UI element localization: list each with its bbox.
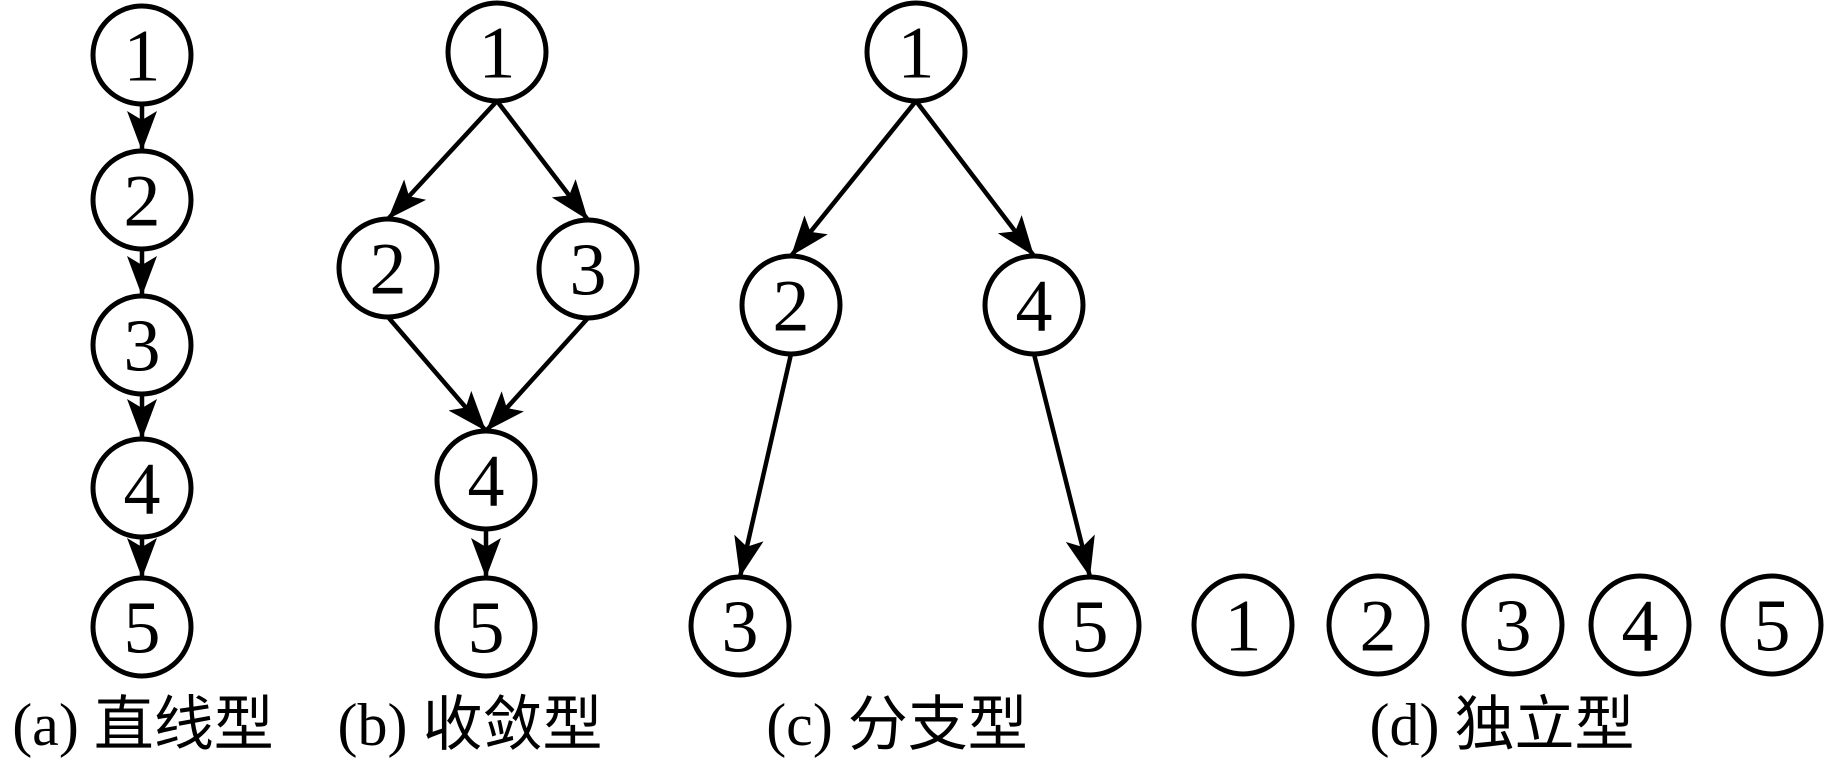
node-label-c-4: 4 [1016,266,1053,348]
node-b-4 [434,428,538,532]
node-label-d-2: 2 [1360,586,1397,668]
node-a-1 [90,3,194,107]
node-d-5 [1720,573,1824,677]
node-b-5 [434,575,538,679]
node-b-2 [336,216,440,320]
node-a-3 [90,293,194,397]
node-a-4 [90,436,194,540]
edge-c-2-3 [734,353,794,578]
node-label-d-5: 5 [1754,586,1791,668]
node-b-3 [536,217,640,321]
node-d-1 [1191,573,1295,677]
node-c-5 [1038,574,1142,678]
node-a-2 [90,148,194,252]
edge-c-1-4 [914,99,1036,258]
node-label-b-1: 1 [479,13,516,95]
node-label-d-3: 3 [1495,586,1532,668]
node-c-4 [982,253,1086,357]
node-d-4 [1588,573,1692,677]
edge-b-2-4 [386,315,488,433]
node-label-b-4: 4 [468,441,505,523]
edge-b-3-4 [484,316,590,433]
node-label-a-1: 1 [124,16,161,98]
caption-linear-type: (a) 直线型 [12,692,274,758]
edge-b-1-2 [386,99,499,221]
node-label-a-5: 5 [124,588,161,670]
node-d-3 [1461,573,1565,677]
node-label-c-3: 3 [722,587,759,669]
node-c-1 [864,0,968,104]
node-label-c-5: 5 [1072,587,1109,669]
node-label-d-1: 1 [1225,586,1262,668]
node-b-1 [445,0,549,104]
node-c-2 [739,253,843,357]
edge-c-4-5 [1031,353,1095,578]
node-label-a-2: 2 [124,161,161,243]
node-label-b-5: 5 [468,588,505,670]
caption-independent-type: (d) 独立型 [1369,692,1635,758]
node-label-a-3: 3 [124,306,161,388]
node-c-3 [688,574,792,678]
node-a-5 [90,575,194,679]
node-label-b-2: 2 [370,229,407,311]
caption-branch-type: (c) 分支型 [766,692,1028,758]
node-label-c-2: 2 [773,266,810,348]
node-d-2 [1326,573,1430,677]
node-label-d-4: 4 [1622,586,1659,668]
node-label-b-3: 3 [570,230,607,312]
edge-b-1-3 [495,99,590,222]
node-label-a-4: 4 [124,449,161,531]
node-label-c-1: 1 [898,13,935,95]
caption-convergent-type: (b) 收敛型 [337,692,603,758]
edge-c-1-2 [789,99,918,258]
